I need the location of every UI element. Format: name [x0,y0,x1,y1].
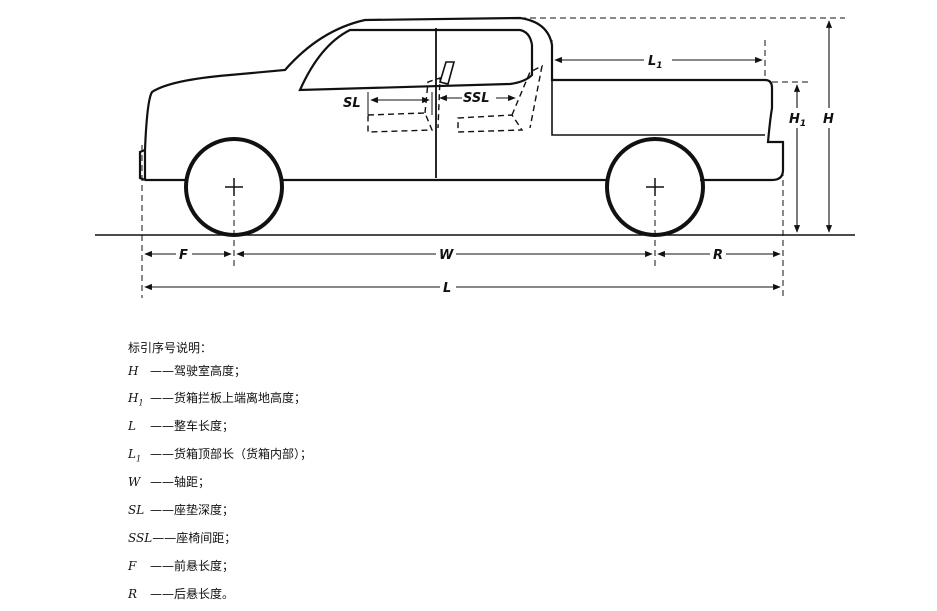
legend-symbol: H [128,363,139,378]
legend: 标引序号说明： H ——驾驶室高度； H1 ——货箱拦板上端离地高度； L ——整车长… [128,337,312,611]
ssl-label: SSL [463,91,490,106]
legend-description: ——驾驶室高度； [150,363,247,378]
legend-symbol: L1 [128,447,142,464]
steering-wheel [438,61,456,85]
legend-symbol: SL [128,502,145,517]
l1-label: L1 [648,54,663,71]
legend-description: ——整车长度； [150,419,235,434]
legend-item: L1 ——货箱顶部长（货箱内部）； [128,443,312,471]
legend-symbol: H1 [128,391,144,408]
legend-symbol: L [128,419,136,434]
h1-label: H1 [789,112,806,129]
legend-symbol: F [128,558,137,573]
legend-description: ——轴距； [150,475,211,490]
legend-description: ——前悬长度； [150,558,235,573]
cargo-box [551,80,765,136]
sl-label: SL [343,96,361,111]
legend-symbol: R [128,586,138,601]
legend-description: ——货箱拦板上端离地高度； [150,391,307,406]
h-label: H [823,112,834,127]
legend-description: ——货箱顶部长（货箱内部）； [150,447,313,462]
legend-item: H ——驾驶室高度； [128,360,312,388]
legend-item: SL ——座垫深度； [128,499,312,527]
pickup-dimension-diagram: SL SSL L1 H1 H F W R L [95,16,855,298]
legend-item: L ——整车长度； [128,415,312,443]
f-label: F [179,248,188,263]
legend-item: H1 ——货箱拦板上端离地高度； [128,387,312,415]
truck-body-outline [143,16,785,182]
w-label: W [439,248,454,263]
legend-symbol: W [128,475,141,490]
l-label: L [443,281,451,296]
cab-window [298,28,534,92]
legend-item: SSL——座椅间距； [128,527,312,555]
rear-seat [457,64,543,133]
r-label: R [713,248,723,263]
legend-description: ——座垫深度； [150,502,235,517]
legend-symbol: SSL [128,530,153,545]
legend-description: ——座椅间距； [152,530,237,545]
legend-item: W ——轴距； [128,471,312,499]
legend-item: F ——前悬长度； [128,555,312,583]
legend-title: 标引序号说明： [128,341,213,355]
